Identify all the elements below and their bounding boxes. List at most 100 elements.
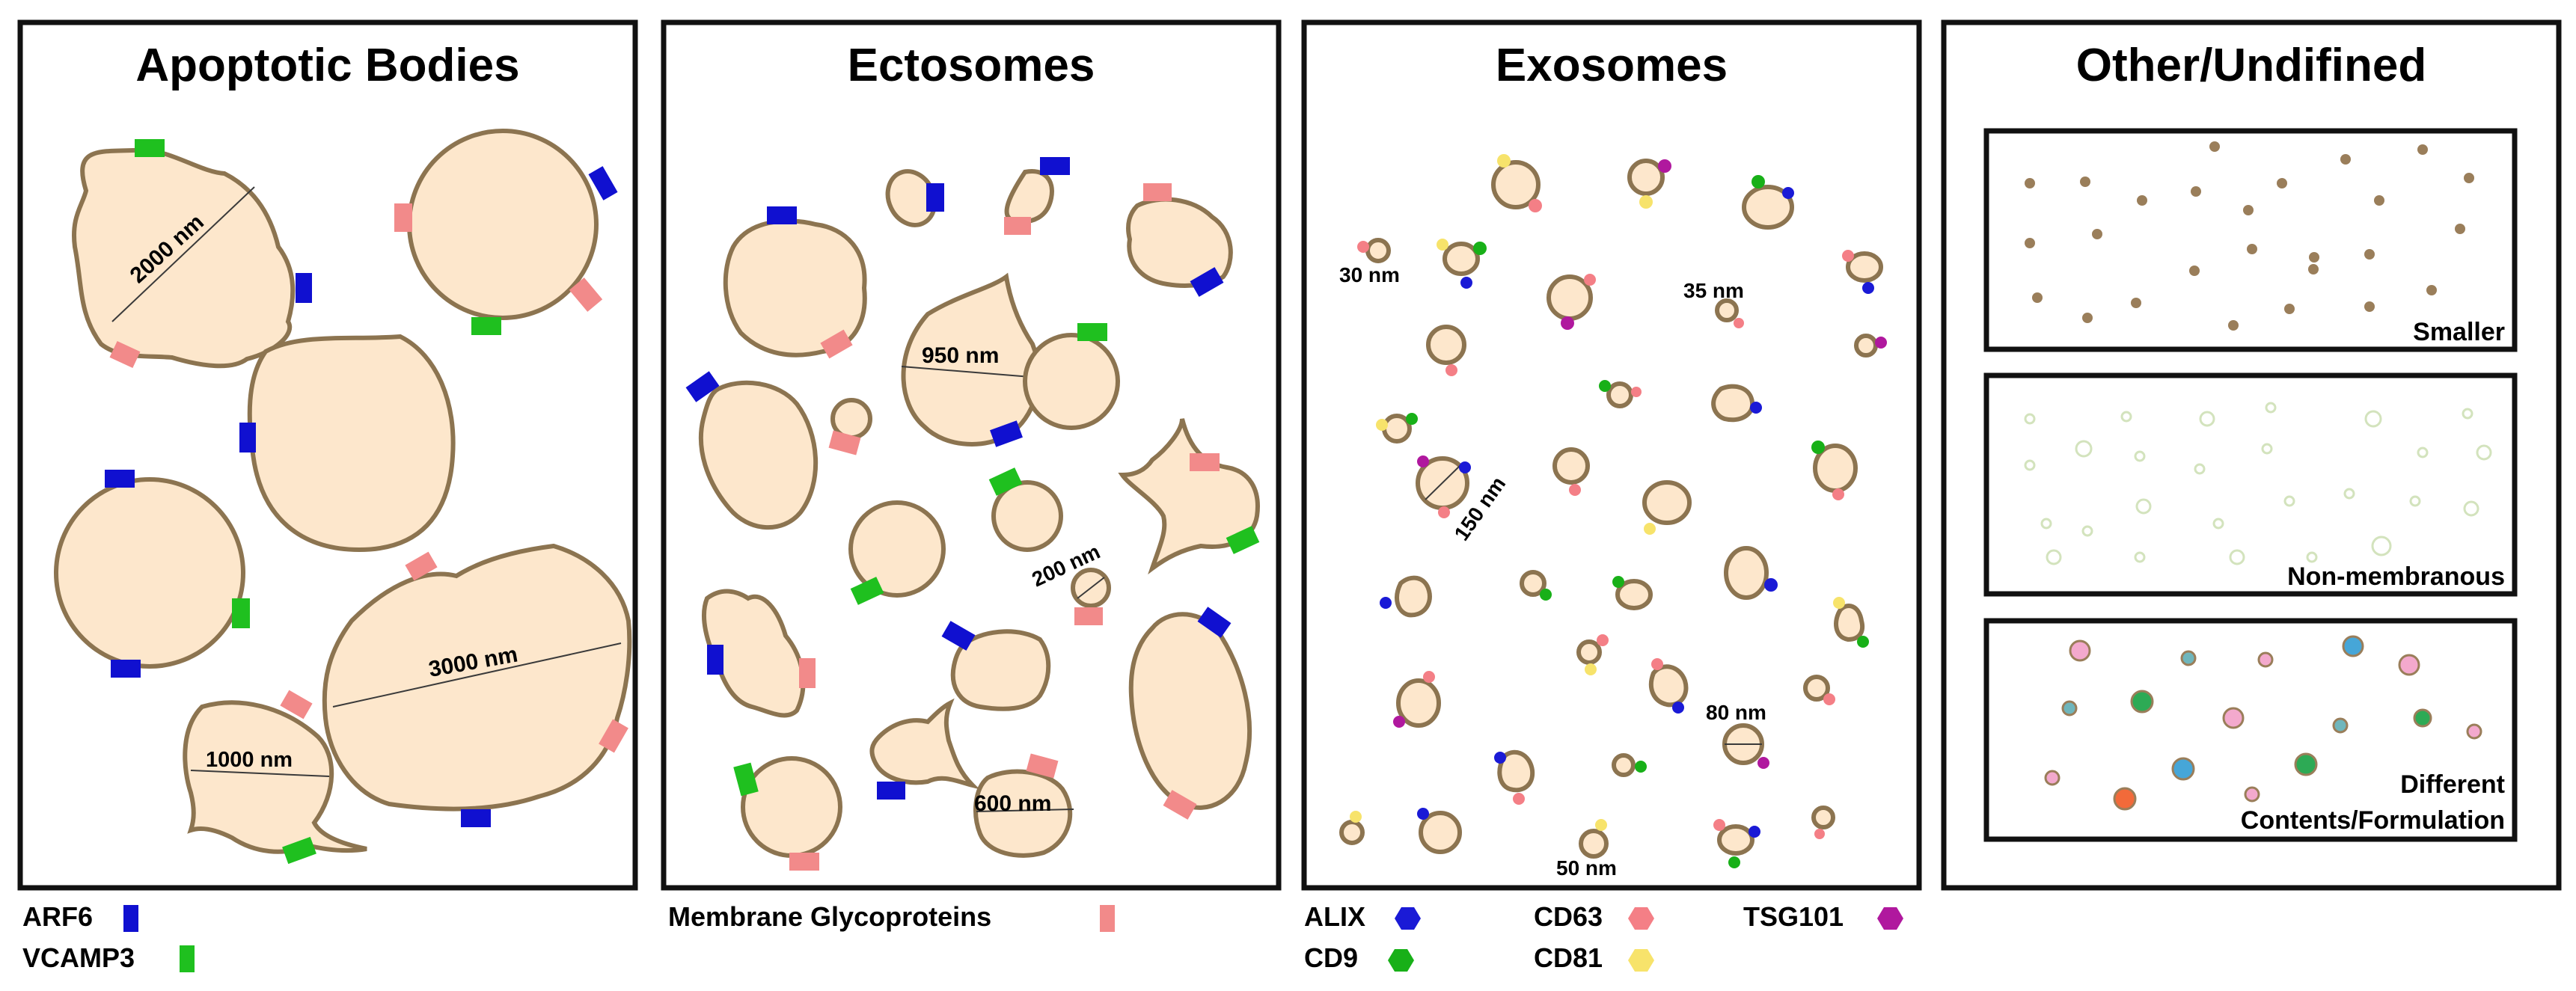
exosome — [1717, 824, 1754, 856]
marker-vcamp3 — [850, 577, 884, 605]
exosome — [1742, 185, 1794, 230]
legend-label-tsg101: TSG101 — [1743, 901, 1844, 932]
legend-swatch-cd81 — [1628, 949, 1654, 972]
marker-alix — [1782, 187, 1794, 199]
exosome — [1846, 251, 1883, 283]
apoptotic-body — [54, 477, 245, 669]
ectosome — [741, 756, 842, 858]
exosome — [1648, 664, 1689, 708]
exosome — [1627, 159, 1665, 196]
exosome — [1419, 811, 1462, 854]
diameter-line — [111, 186, 255, 322]
ectosome — [973, 769, 1073, 858]
size-label-35: 35 nm — [1683, 279, 1744, 302]
marker-arf6 — [767, 206, 797, 224]
apoptotic-body — [407, 129, 599, 320]
marker-vcamp3 — [282, 836, 316, 865]
marker-glycoprotein — [280, 690, 313, 720]
panel-title-other: Other/Undifined — [2076, 40, 2426, 91]
marker-alix — [1750, 402, 1762, 414]
diameter-line — [901, 366, 1041, 378]
apoptotic-body — [183, 700, 367, 854]
ectosome — [991, 480, 1063, 552]
ectosome — [1118, 418, 1260, 575]
ectosome — [848, 500, 946, 598]
exosome — [1552, 447, 1590, 485]
marker-glycoprotein — [569, 277, 603, 312]
marker-glycoprotein — [789, 853, 819, 871]
marker-alix — [1380, 597, 1392, 609]
exosome — [1715, 298, 1739, 322]
marker-glycoprotein — [799, 658, 816, 688]
nonmembranous-particles — [2024, 402, 2492, 565]
legend-swatch-arf6 — [123, 905, 138, 932]
marker-vcamp3 — [471, 317, 501, 335]
legend-label-glycoproteins: Membrane Glycoproteins — [668, 901, 991, 932]
marker-cd63 — [1569, 484, 1581, 496]
ectosome — [950, 629, 1051, 711]
ectosome — [723, 218, 867, 358]
panel-title-apoptotic: Apoptotic Bodies — [135, 40, 519, 91]
marker-arf6 — [990, 420, 1023, 447]
exosome — [1642, 480, 1692, 525]
exosome — [1615, 579, 1653, 610]
marker-alix — [1494, 752, 1506, 764]
marker-cd9 — [1473, 242, 1487, 255]
marker-glycoprotein — [1026, 753, 1059, 779]
marker-arf6 — [1190, 267, 1224, 297]
apoptotic-body — [72, 147, 296, 369]
exosome — [1803, 675, 1830, 702]
marker-cd63 — [1814, 829, 1825, 839]
different-particles — [2044, 635, 2482, 811]
ectosome — [1004, 169, 1054, 224]
marker-cd9 — [1752, 175, 1765, 188]
marker-tsg101 — [1417, 455, 1429, 467]
marker-cd9 — [1635, 761, 1647, 773]
marker-arf6 — [1197, 607, 1232, 638]
marker-cd9 — [1728, 856, 1740, 868]
exosome — [1382, 414, 1412, 444]
ectosome — [869, 698, 980, 790]
marker-cd9 — [1612, 576, 1624, 588]
marker-alix — [1417, 808, 1429, 820]
diameter-line — [332, 642, 622, 708]
marker-cd81 — [1644, 523, 1656, 535]
exosome — [1711, 384, 1755, 423]
legend-label-cd9: CD9 — [1304, 942, 1358, 973]
marker-vcamp3 — [232, 598, 250, 628]
marker-arf6 — [239, 423, 256, 452]
marker-arf6 — [1040, 157, 1070, 175]
marker-glycoprotein — [1004, 217, 1031, 235]
marker-alix — [1764, 578, 1778, 592]
marker-cd9 — [1811, 441, 1825, 454]
marker-glycoprotein — [109, 340, 141, 369]
marker-cd9 — [1857, 636, 1869, 648]
exosome — [1612, 753, 1636, 777]
size-label-30: 30 nm — [1339, 263, 1400, 286]
marker-alix — [1459, 461, 1471, 473]
marker-tsg101 — [1757, 757, 1769, 769]
diameter-line — [1077, 577, 1105, 599]
marker-cd63 — [1438, 506, 1450, 518]
exosome — [1491, 160, 1541, 209]
marker-cd81 — [1833, 597, 1845, 609]
legend-label-vcamp3: VCAMP3 — [22, 942, 135, 973]
exosome — [1396, 678, 1441, 728]
exosome — [1724, 546, 1769, 600]
panel-title-ectosomes: Ectosomes — [848, 40, 1095, 91]
marker-cd9 — [1540, 589, 1552, 601]
apoptotic-body — [247, 334, 456, 553]
legend-swatch-vcamp3 — [180, 945, 195, 972]
legend-label-arf6: ARF6 — [22, 901, 93, 932]
legend-swatch-alix — [1395, 907, 1421, 930]
marker-cd63 — [1529, 199, 1542, 212]
marker-glycoprotein — [394, 203, 412, 232]
subpanel-label-smaller: Smaller — [2413, 318, 2505, 346]
legend-swatch-tsg101 — [1877, 907, 1903, 930]
marker-vcamp3 — [733, 762, 759, 797]
ectosomes-group: 950 nm 200 nm — [685, 157, 1260, 871]
marker-cd81 — [1595, 819, 1607, 831]
legend-swatch-glycoproteins — [1100, 905, 1115, 932]
marker-arf6 — [105, 470, 135, 488]
diameter-line — [190, 770, 330, 777]
